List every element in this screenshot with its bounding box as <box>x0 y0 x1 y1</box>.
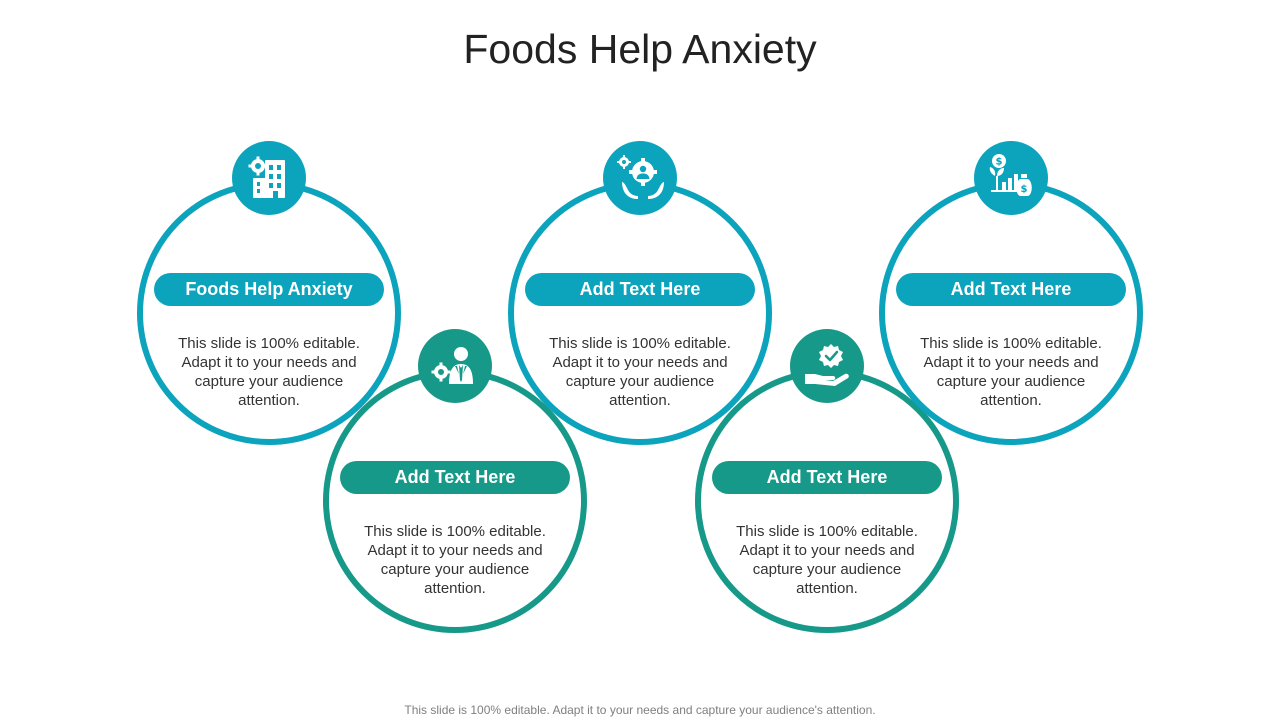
icon-badge: $ $ <box>974 141 1048 215</box>
card-ring <box>323 369 587 633</box>
card-label: Foods Help Anxiety <box>154 273 384 306</box>
hands-gear-person-icon <box>617 155 664 199</box>
icon-badge <box>418 329 492 403</box>
card-description: This slide is 100% editable. Adapt it to… <box>736 523 918 597</box>
card-4: Add Text Here This slide is 100% editabl… <box>695 329 959 633</box>
card-label: Add Text Here <box>712 461 942 494</box>
slide-title: Foods Help Anxiety <box>463 26 817 72</box>
icon-badge <box>790 329 864 403</box>
card-ring <box>879 181 1143 445</box>
slide-footer: This slide is 100% editable. Adapt it to… <box>404 703 876 717</box>
card-description: This slide is 100% editable. Adapt it to… <box>920 335 1102 409</box>
svg-text:$: $ <box>1021 184 1028 195</box>
building-gear-icon <box>248 156 285 198</box>
card-label: Add Text Here <box>896 273 1126 306</box>
card-2: Add Text Here This slide is 100% editabl… <box>323 329 587 633</box>
card-5: $ $ Add Text Here This slide is 100% edi… <box>879 141 1143 445</box>
card-1: Foods Help Anxiety This slide is 100% ed… <box>137 141 401 445</box>
svg-text:$: $ <box>996 157 1003 168</box>
money-growth-chart-icon: $ $ <box>989 154 1032 196</box>
card-description: This slide is 100% editable. Adapt it to… <box>178 335 360 409</box>
card-description: This slide is 100% editable. Adapt it to… <box>364 523 546 597</box>
card-label: Add Text Here <box>525 273 755 306</box>
icon-badge <box>603 141 677 215</box>
hand-badge-check-icon <box>805 344 849 386</box>
card-label: Add Text Here <box>340 461 570 494</box>
card-3: Add Text Here This slide is 100% editabl… <box>508 141 772 445</box>
businessman-gear-icon <box>431 347 473 384</box>
icon-badge <box>232 141 306 215</box>
card-description: This slide is 100% editable. Adapt it to… <box>549 335 731 409</box>
